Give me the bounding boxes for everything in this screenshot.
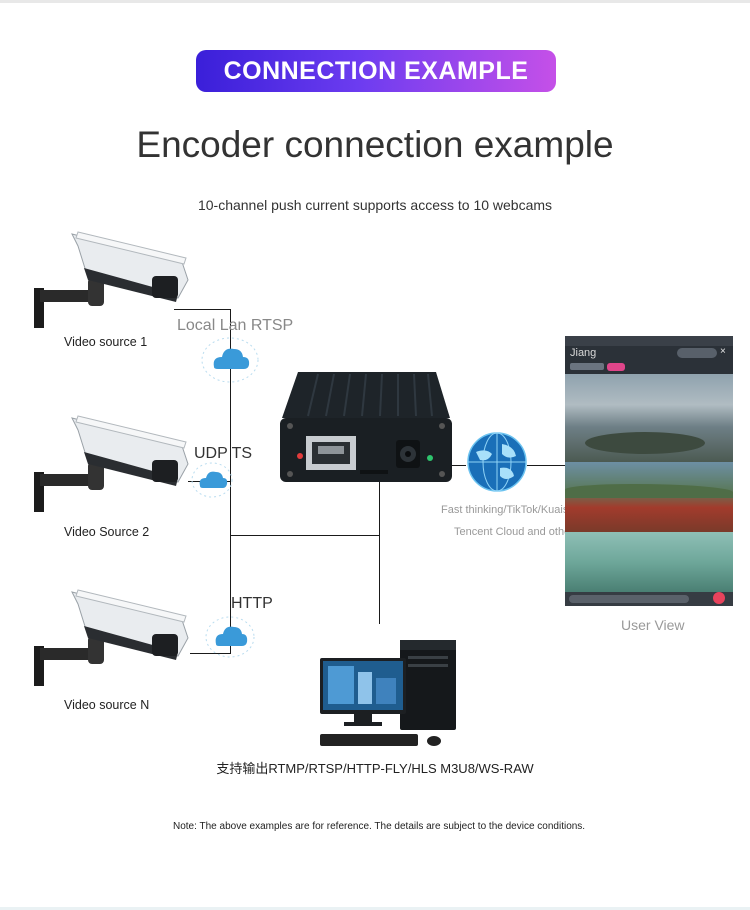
encoder-down-line [379, 482, 380, 624]
bottom-frame [0, 907, 750, 910]
security-camera-icon [34, 589, 189, 686]
video-scene-lake [565, 374, 733, 462]
phone-status-bar [565, 336, 733, 346]
encoder-globe-link [450, 465, 466, 466]
close-icon: × [720, 346, 726, 357]
camera3-link [190, 653, 231, 654]
camera-label-2: Video Source 2 [64, 525, 150, 539]
protocol-http-label: HTTP [231, 595, 273, 612]
video-scene-fields [565, 462, 733, 532]
globe-icon [467, 432, 527, 492]
video-scene-calligraphy [565, 532, 733, 592]
phone-screenshot: Jiang × [565, 336, 733, 606]
page-title: Encoder connection example [136, 124, 614, 165]
live-tag [607, 363, 625, 371]
cloud-icon [201, 337, 259, 383]
security-camera-icon [34, 415, 189, 512]
desktop-computer-icon [320, 640, 456, 746]
protocol-udp-label: UDP TS [194, 445, 253, 462]
bus-line [230, 535, 379, 536]
section-badge: CONNECTION EXAMPLE [196, 50, 556, 92]
security-camera-icon [34, 231, 189, 328]
comment-input [569, 595, 689, 603]
camera-label-1: Video source 1 [64, 335, 148, 349]
phone-subline [570, 363, 604, 370]
camera1-link [174, 309, 231, 310]
user-view-label: User View [621, 617, 685, 633]
heart-icon [713, 592, 725, 604]
platforms-line-1: Fast thinking/TikTok/Kuaishou [441, 504, 587, 516]
camera-label-n: Video source N [64, 698, 150, 712]
globe-phone-link [527, 465, 565, 466]
phone-follow-pill [677, 348, 717, 358]
protocol-rtsp-label: Local Lan RTSP [177, 317, 294, 334]
top-frame [0, 0, 750, 3]
cloud-icon [205, 616, 255, 658]
output-protocols-text: 支持输出RTMP/RTSP/HTTP-FLY/HLS M3U8/WS-RAW [216, 761, 534, 776]
phone-username: Jiang [570, 347, 597, 359]
cloud-icon [191, 462, 233, 498]
encoder-box-icon [280, 372, 452, 482]
page-subtitle: 10-channel push current supports access … [197, 197, 553, 213]
reference-note: Note: The above examples are for referen… [173, 821, 586, 832]
